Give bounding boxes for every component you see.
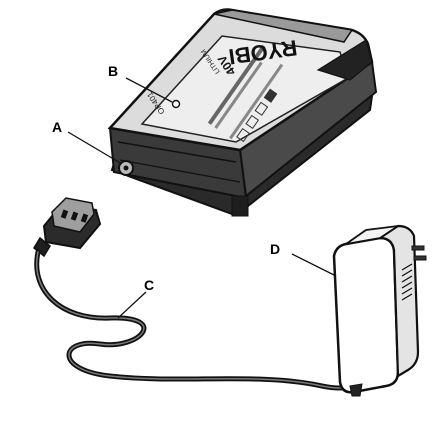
adapter-front-face	[332, 236, 400, 394]
charging-indicator-led	[171, 99, 181, 109]
adapter-strain-relief	[349, 383, 363, 397]
callout-c: C	[144, 277, 154, 293]
charger-grip-detail	[316, 39, 373, 81]
callout-a: A	[52, 119, 62, 135]
callout-b: B	[108, 63, 118, 79]
charger-rear-rail	[213, 9, 354, 43]
plug-slot-1	[60, 209, 69, 219]
label-strip-2	[214, 61, 263, 129]
label-artwork	[207, 44, 284, 143]
label-strip-1	[207, 44, 266, 125]
adapter-top	[345, 225, 399, 245]
battery-charger: RYOBI 40V LITHIUM OP401	[107, 8, 378, 217]
adapter-right-side	[376, 224, 420, 378]
label-strip-3	[229, 63, 284, 140]
leader-line-c	[117, 291, 147, 319]
front-groove-2	[119, 159, 241, 183]
leader-lines	[67, 77, 337, 319]
adapter-prong-2	[413, 255, 427, 261]
leader-line-b	[125, 77, 173, 103]
plug-strain-relief	[33, 236, 51, 258]
wall-adapter	[332, 224, 427, 397]
connector-jack-pin	[123, 165, 129, 171]
label-icon-box-1	[236, 127, 250, 143]
power-cord	[34, 249, 359, 391]
plug-slot-3	[80, 213, 89, 223]
label-icon-box-4	[263, 88, 278, 103]
callout-d: D	[270, 241, 280, 257]
power-cord-highlight	[36, 251, 357, 389]
adapter-vents	[401, 263, 413, 301]
label-icon-box-3	[254, 101, 269, 116]
plug-slot-2	[70, 211, 79, 221]
label-icon-box-2	[245, 114, 260, 130]
leader-line-a	[67, 131, 123, 165]
front-foot-left	[231, 195, 249, 217]
dc-plug	[33, 197, 102, 258]
adapter-prong-1	[411, 245, 425, 251]
leader-line-d	[291, 253, 337, 277]
front-groove-1	[117, 141, 237, 163]
